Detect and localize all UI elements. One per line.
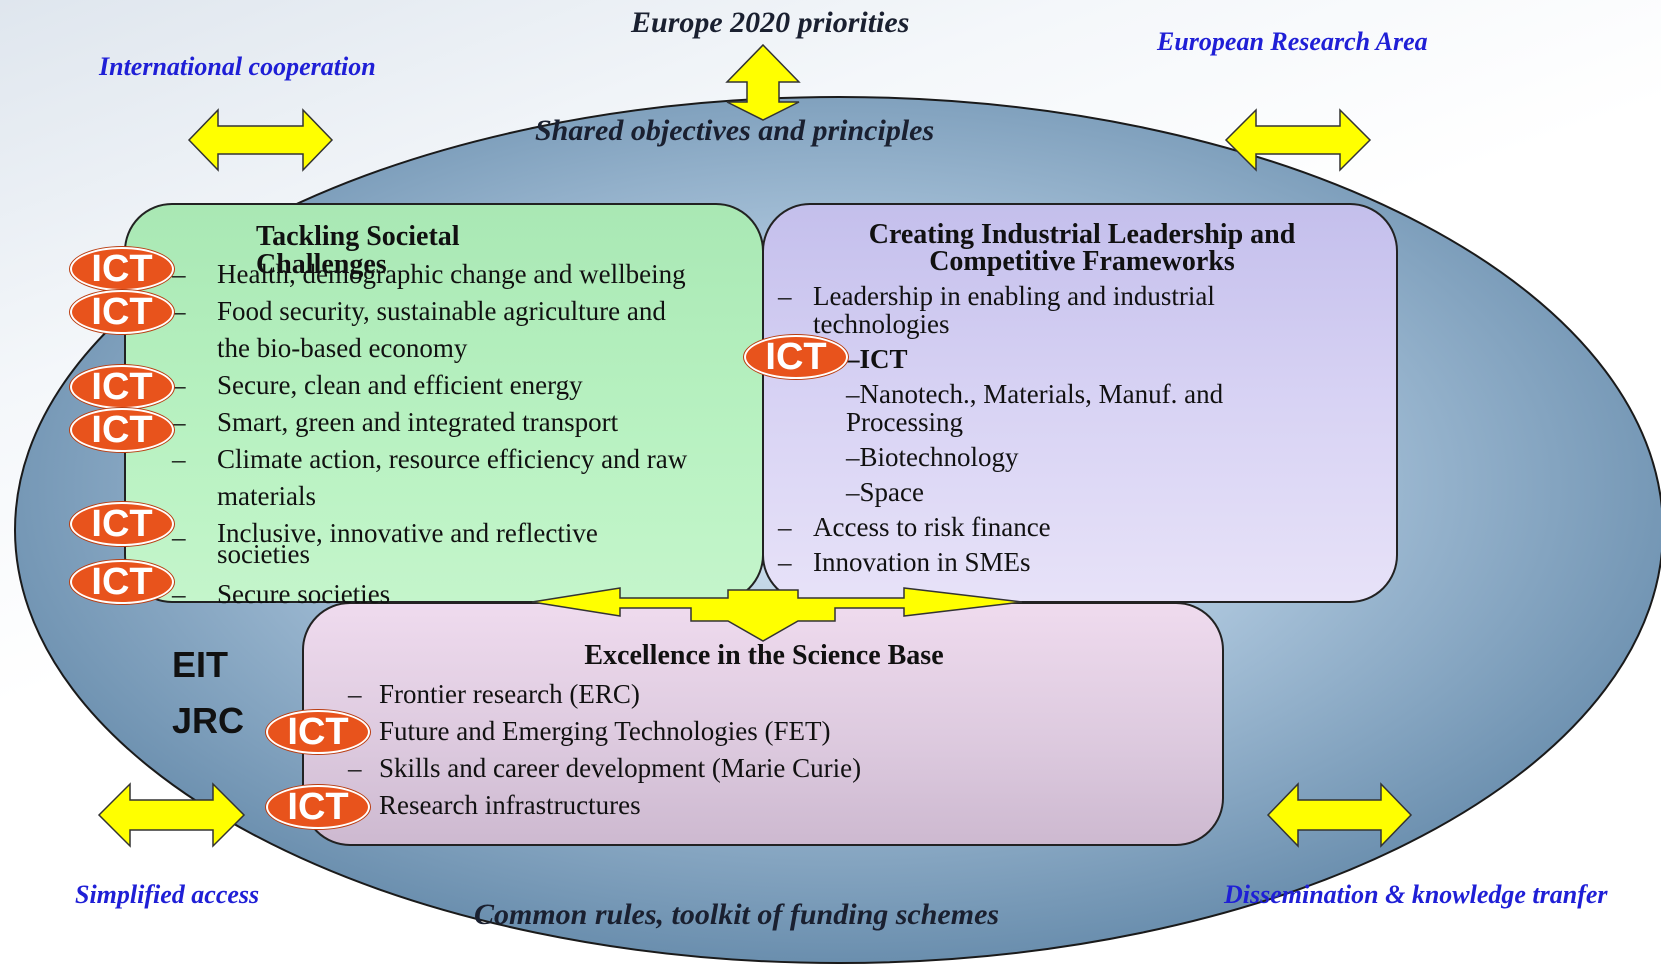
ict-badge: ICT	[70, 365, 174, 409]
ict-badge: ICT	[70, 560, 174, 604]
list-item: Leadership in enabling and industrial	[813, 281, 1215, 311]
dash: –	[172, 579, 186, 609]
dash: –	[348, 753, 362, 783]
list-item: Secure societies	[217, 579, 391, 609]
dash: –	[172, 296, 186, 326]
list-item: Frontier research (ERC)	[379, 679, 640, 709]
list-item: Research infrastructures	[379, 790, 641, 820]
simplified-access-label: Simplified access	[75, 880, 260, 909]
dash: –	[172, 444, 186, 474]
list-item: Health, demographic change and wellbeing	[217, 259, 686, 289]
ict-badge: ICT	[266, 785, 370, 829]
dissemination-label: Dissemination & knowledge tranfer	[1224, 880, 1608, 909]
ict-badge: ICT	[70, 247, 174, 291]
dash: –	[348, 679, 362, 709]
ict-badge: ICT	[70, 290, 174, 334]
bottom-left-double-arrow	[97, 782, 246, 848]
european-research-area-label: European Research Area	[1157, 27, 1428, 56]
shared-objectives-label: Shared objectives and principles	[535, 114, 935, 147]
dash: –	[778, 547, 792, 577]
central-three-way-arrow	[531, 587, 1023, 642]
ict-badge: ICT	[70, 502, 174, 546]
list-item: –Nanotech., Materials, Manuf. and	[846, 379, 1224, 409]
list-item: Innovation in SMEs	[813, 547, 1031, 577]
science-base-title: Excellence in the Science Base	[584, 640, 944, 671]
bottom-right-double-arrow	[1266, 782, 1413, 848]
ict-badge: ICT	[70, 408, 174, 452]
dash: –	[172, 259, 186, 289]
dash: –	[778, 512, 792, 542]
top-left-double-arrow	[187, 108, 334, 172]
ict-badge: ICT	[744, 335, 848, 379]
ict-badge: ICT	[266, 710, 370, 754]
industrial-leadership-title-1: Creating Industrial Leadership and	[868, 219, 1296, 250]
eit-label: EIT	[172, 644, 229, 685]
list-item: the bio-based economy	[217, 333, 468, 363]
top-right-double-arrow	[1224, 108, 1372, 172]
europe-2020-arrow	[725, 43, 801, 121]
jrc-label: JRC	[172, 700, 245, 741]
dash: –	[172, 522, 186, 552]
list-item: Future and Emerging Technologies (FET)	[379, 716, 831, 746]
dash: –	[778, 281, 792, 311]
list-item: Climate action, resource efficiency and …	[217, 444, 688, 474]
common-rules-label: Common rules, toolkit of funding schemes	[474, 898, 1000, 931]
societal-challenges-title: Tackling Societal Challenges	[256, 221, 460, 280]
list-item: –Biotechnology	[846, 442, 1019, 472]
list-item: Food security, sustainable agriculture a…	[217, 296, 666, 326]
list-item: technologies	[813, 309, 950, 339]
list-item: –Space	[846, 477, 924, 507]
list-item: Skills and career development (Marie Cur…	[379, 753, 862, 783]
list-item: societies	[217, 539, 310, 569]
list-item-ict: –ICT	[846, 344, 908, 374]
list-item: Inclusive, innovative and reflective	[217, 518, 598, 548]
dash: –	[172, 407, 186, 437]
list-item: materials	[217, 481, 316, 511]
europe-2020-label: Europe 2020 priorities	[631, 6, 910, 39]
list-item: Processing	[846, 407, 963, 437]
dash: –	[172, 370, 186, 400]
list-item: Access to risk finance	[813, 512, 1051, 542]
industrial-leadership-title-2: Competitive Frameworks	[929, 246, 1235, 277]
science-base-box: Excellence in the Science Base	[302, 602, 1224, 846]
international-cooperation-label: International cooperation	[99, 52, 376, 81]
list-item: Secure, clean and efficient energy	[217, 370, 583, 400]
list-item: Smart, green and integrated transport	[217, 407, 619, 437]
